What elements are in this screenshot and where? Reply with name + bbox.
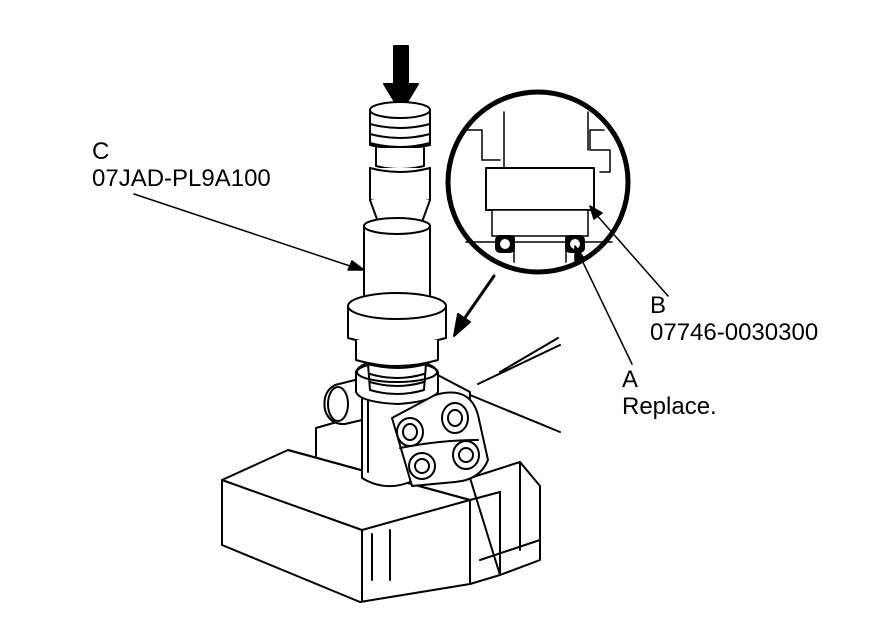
callout-b-letter: B (650, 292, 667, 319)
callout-c-tool: C 07JAD-PL9A100 (92, 138, 271, 192)
press-arrow (384, 46, 418, 112)
valve-body (324, 360, 488, 486)
leader-lines (134, 194, 668, 364)
detail-arrow (462, 276, 494, 322)
detail-magnifier (448, 92, 628, 336)
callout-b-part-number: 07746-0030300 (650, 319, 819, 346)
callout-c-part-number: 07JAD-PL9A100 (92, 165, 271, 192)
callout-a-note: Replace. (622, 393, 717, 420)
callout-a-oring: A Replace. (622, 366, 717, 420)
callout-a-letter: A (622, 366, 639, 393)
callout-c-letter: C (92, 138, 110, 165)
tool-c-driver (348, 46, 446, 394)
callout-b-tool: B 07746-0030300 (650, 292, 818, 346)
